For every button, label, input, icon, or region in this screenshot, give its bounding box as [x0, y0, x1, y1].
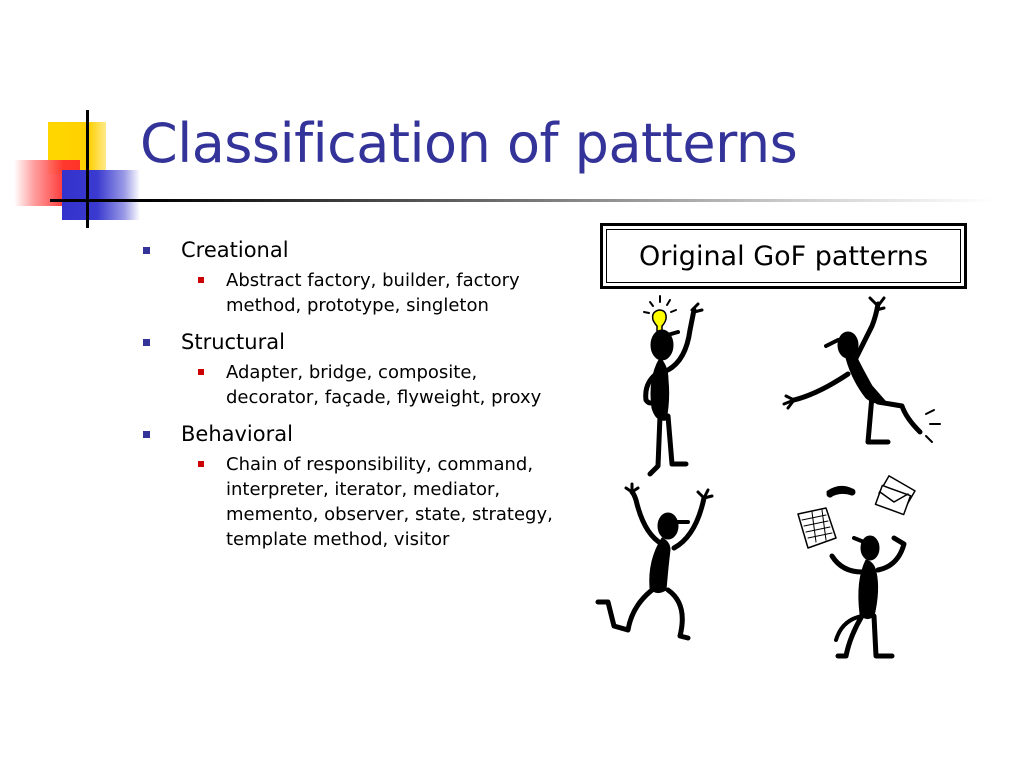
patterns-structural: Adapter, bridge, composite, decorator, f… — [185, 360, 560, 410]
level2-bullet — [198, 369, 204, 375]
patterns-creational: Abstract factory, builder, factory metho… — [185, 268, 560, 318]
title-underline — [50, 199, 995, 202]
level1-bullet — [143, 431, 150, 438]
decorative-blue-square — [62, 170, 140, 220]
category-label: Behavioral — [181, 422, 293, 446]
lightbulb-icon — [643, 295, 677, 332]
category-behavioral: Behavioral — [140, 420, 560, 448]
decorative-vertical-line — [86, 110, 89, 228]
category-structural: Structural — [140, 328, 560, 356]
figure-idea — [643, 295, 704, 477]
telephone-icon — [826, 485, 856, 498]
patterns-text: Abstract factory, builder, factory metho… — [226, 270, 520, 316]
level1-bullet — [143, 247, 150, 254]
category-creational: Creational — [140, 236, 560, 264]
gof-label: Original GoF patterns — [638, 240, 929, 272]
patterns-text: Adapter, bridge, composite, decorator, f… — [226, 362, 542, 408]
category-label: Structural — [181, 330, 285, 354]
envelopes-icon — [874, 475, 916, 516]
category-label: Creational — [181, 238, 289, 262]
level1-bullet — [143, 339, 150, 346]
bullet-list: Creational Abstract factory, builder, fa… — [140, 232, 560, 562]
figure-reaching — [782, 296, 941, 445]
papers-icon — [797, 507, 837, 549]
patterns-text: Chain of responsibility, command, interp… — [226, 454, 553, 550]
patterns-behavioral: Chain of responsibility, command, interp… — [185, 452, 560, 552]
slide-title: Classification of patterns — [140, 112, 798, 175]
figure-dancing — [595, 482, 714, 641]
gof-label-box: Original GoF patterns — [600, 223, 967, 289]
level2-bullet — [198, 461, 204, 467]
level2-bullet — [198, 277, 204, 283]
stick-figures-clipart — [595, 295, 941, 659]
figure-juggling — [797, 475, 916, 659]
